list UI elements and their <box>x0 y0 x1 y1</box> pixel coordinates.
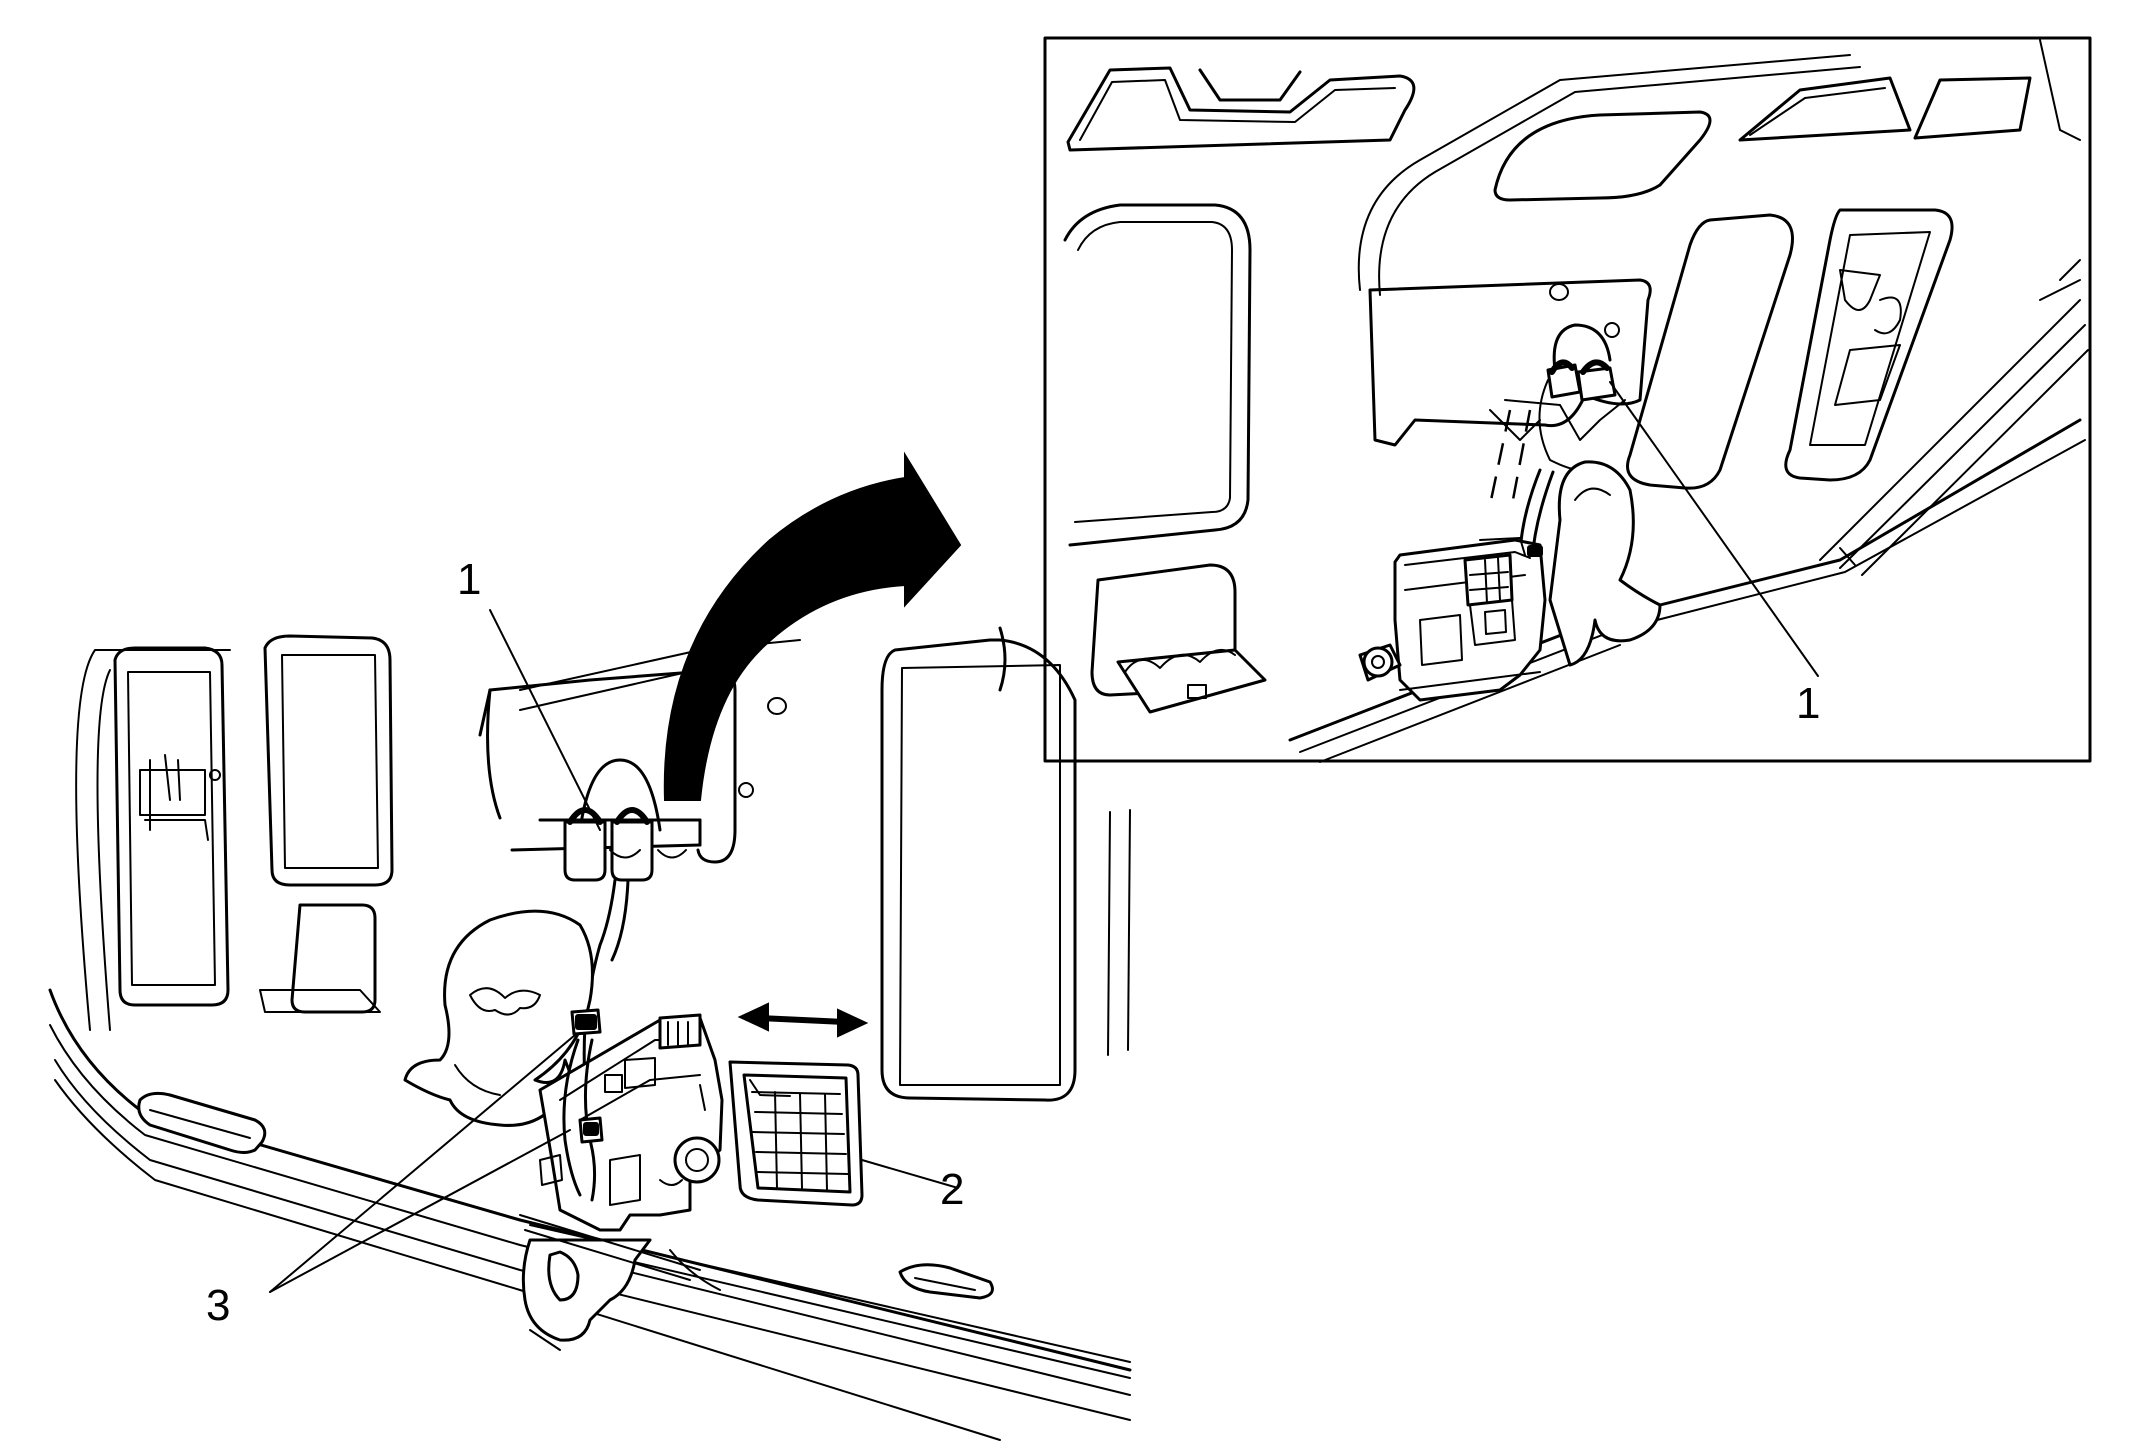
callout-label-2: 2 <box>940 1165 964 1214</box>
rear-window-opening <box>880 638 1077 1102</box>
side-window-openings <box>113 634 394 1014</box>
lower-sill-rails <box>48 988 1132 1441</box>
detail-view-arrow <box>663 451 962 801</box>
inset-roof-panels <box>1066 39 2081 296</box>
inset-latch-assembly <box>1358 468 1555 702</box>
handle-bracket <box>403 909 594 1127</box>
latch-cover <box>728 1060 864 1207</box>
slide-direction-arrow <box>737 1002 869 1038</box>
inset-retainer-clip <box>1488 323 1626 506</box>
callout-label-1: 1 <box>457 555 481 604</box>
callout-label-1-inset: 1 <box>1796 679 1820 728</box>
inset-left-window <box>1063 203 1267 714</box>
callout-label-3: 3 <box>206 1281 230 1330</box>
leader-lines-main <box>269 609 959 1293</box>
inset-frame <box>1043 36 2092 763</box>
cable-retainer-clips <box>510 758 702 882</box>
latch-assembly <box>519 1008 724 1351</box>
inset-detail-view <box>1043 36 2092 763</box>
inset-handle-bracket <box>1548 460 1662 667</box>
leader-line-inset <box>1609 381 1819 677</box>
main-view <box>48 451 1132 1441</box>
inset-trim-panel <box>1368 208 1954 490</box>
